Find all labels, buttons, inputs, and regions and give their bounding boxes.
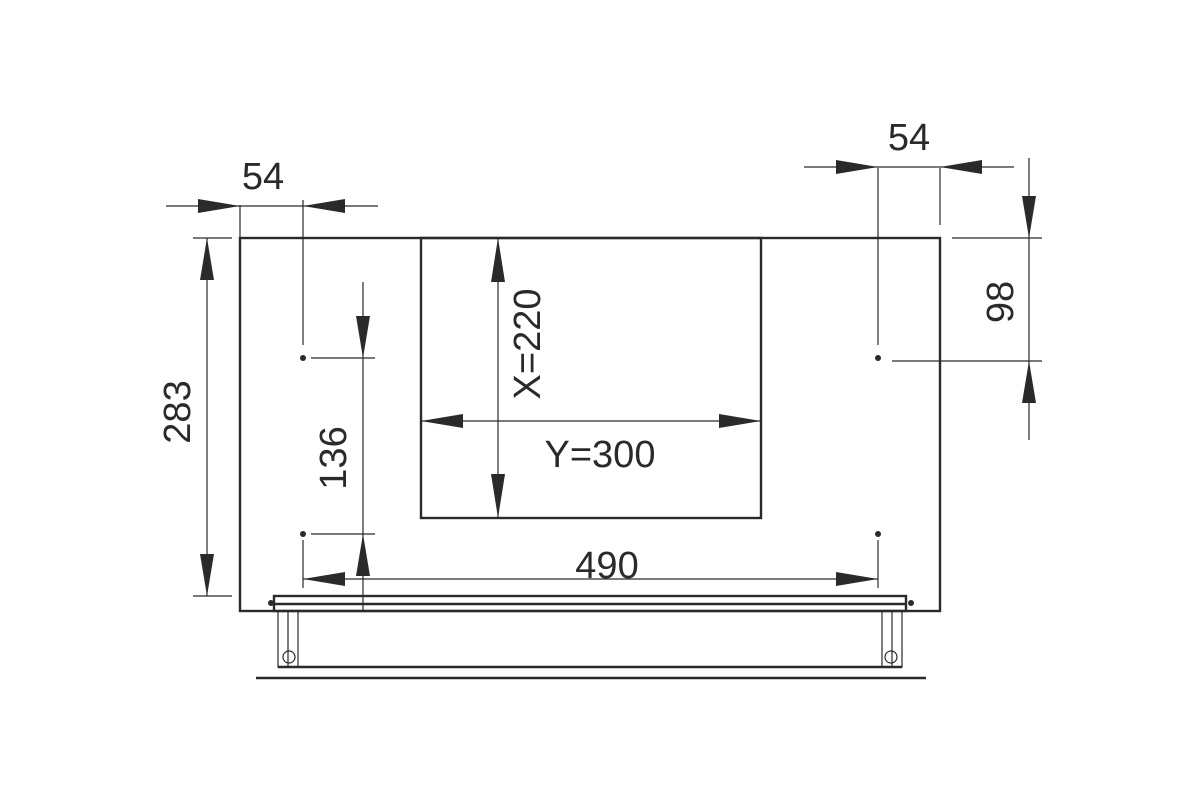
label-hole-spacing-136: 136 xyxy=(313,426,355,489)
mount-hole-top-right xyxy=(875,355,881,361)
label-hole-spacing-490: 490 xyxy=(575,545,638,587)
dim-hole-spacing-136 xyxy=(311,282,375,612)
dim-right-98 xyxy=(892,158,1042,440)
label-top-left-54: 54 xyxy=(242,156,284,198)
dim-top-right-54 xyxy=(804,160,1014,345)
label-cutout-height: X=220 xyxy=(507,289,549,400)
dim-left-283 xyxy=(193,237,232,597)
mount-hole-bottom-left xyxy=(300,531,306,537)
dim-cutout-height xyxy=(491,238,505,518)
mount-hole-bottom-right xyxy=(875,531,881,537)
label-top-right-54: 54 xyxy=(888,117,930,159)
dim-top-left-54 xyxy=(166,199,378,345)
dim-hole-spacing-490 xyxy=(302,540,879,588)
bottom-rail xyxy=(256,594,926,680)
label-left-283: 283 xyxy=(157,380,199,443)
dim-cutout-width xyxy=(421,414,761,428)
mount-hole-top-left xyxy=(300,355,306,361)
cutout-rectangle xyxy=(419,236,763,520)
label-right-98: 98 xyxy=(980,281,1022,323)
label-cutout-width: Y=300 xyxy=(545,434,656,476)
